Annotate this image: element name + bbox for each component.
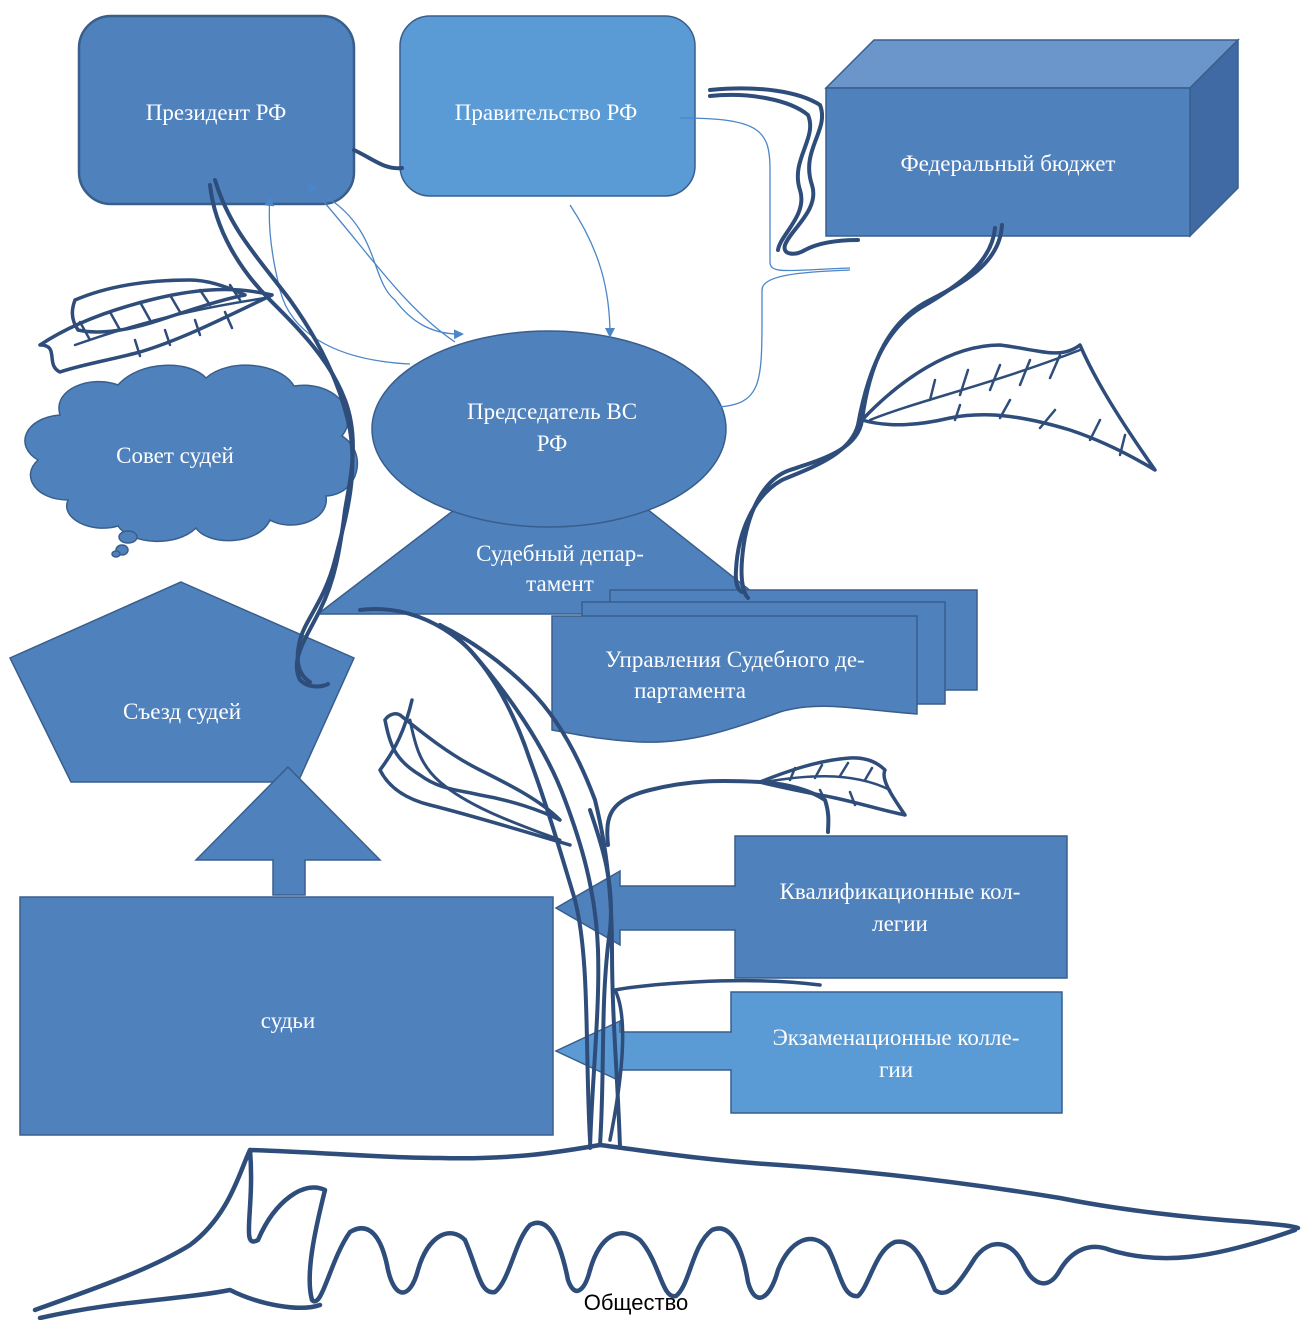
exam-boards-label-line1: Экзаменационные колле- — [773, 1025, 1020, 1050]
president-node[interactable]: Президент РФ — [77, 14, 356, 206]
qualification-boards-label-line1: Квалификационные кол- — [780, 879, 1021, 904]
chairman-label-line1: Председатель ВС — [467, 399, 637, 424]
exam-boards-label-line2: гии — [879, 1057, 913, 1082]
trunk-strand-2 — [438, 623, 622, 1150]
judicial-department-node[interactable]: Судебный депар- тамент — [315, 493, 783, 615]
council-label: Совет судей — [116, 443, 234, 468]
judicial-department-label-line1: Судебный депар- — [476, 541, 644, 566]
qualification-boards-label-line2: легии — [872, 911, 928, 936]
root-system-left — [32, 1147, 593, 1313]
president-label: Президент РФ — [146, 100, 287, 125]
connector-chairman-to-budget — [717, 269, 851, 408]
department-offices-label-line1: Управления Судебного де- — [605, 647, 864, 672]
root-base-line — [37, 1287, 323, 1320]
leaf-veins-right-upper — [868, 348, 1127, 457]
council-node[interactable]: Совет судей — [24, 364, 359, 558]
leaf-icon-left-upper-2 — [70, 278, 247, 334]
judges-node[interactable]: судьи — [19, 896, 554, 1136]
trunk-strand-5 — [438, 623, 592, 1142]
connector-chairman-to-president-2 — [306, 182, 456, 343]
branch-government-budget-2 — [708, 92, 813, 252]
leaf-icon-middle-left — [383, 712, 562, 822]
branch-to-qualification — [605, 778, 831, 847]
branch-middle-left-2 — [408, 718, 562, 842]
chairman-label-line2: РФ — [537, 431, 568, 456]
branch-to-president-2 — [213, 178, 355, 684]
chairman-node[interactable]: Председатель ВС РФ — [371, 330, 727, 528]
tree-drawing — [32, 86, 1301, 1320]
congress-node[interactable]: Съезд судей — [8, 581, 355, 783]
branch-president-government — [352, 148, 404, 171]
federal-budget-node[interactable]: Федеральный бюджет — [824, 38, 1240, 238]
up-arrow — [194, 765, 382, 896]
government-node[interactable]: Правительство РФ — [399, 15, 696, 197]
department-offices-node[interactable]: Управления Судебного де- партамента — [551, 589, 978, 743]
judicial-department-label-line2: тамент — [526, 571, 594, 596]
branch-government-budget — [708, 86, 860, 256]
branch-middle-left — [378, 698, 572, 847]
connector-president-to-chairman — [324, 195, 464, 340]
connectors — [264, 117, 851, 408]
exam-boards-node[interactable]: Экзаменационные колле- гии — [554, 991, 1063, 1114]
congress-label: Съезд судей — [123, 699, 241, 724]
government-label: Правительство РФ — [455, 100, 638, 125]
qualification-boards-node[interactable]: Квалификационные кол- легии — [554, 835, 1068, 979]
root-system-right — [587, 1226, 1298, 1300]
leaf-icon-left-upper — [38, 287, 274, 374]
footer-society-label: Общество — [584, 1290, 689, 1315]
department-offices-label-line2: партамента — [634, 678, 746, 703]
connector-budget-to-chairman — [679, 117, 851, 272]
branch-budget-offices-2 — [733, 226, 997, 594]
connector-chairman-to-president — [264, 196, 411, 365]
leaf-veins-right-lower — [763, 761, 892, 807]
root-upper-line — [247, 1142, 1301, 1231]
trunk-strand-4 — [608, 978, 822, 1142]
judges-label: судьи — [261, 1008, 315, 1033]
leaf-icon-right-upper — [860, 343, 1157, 472]
federal-budget-label: Федеральный бюджет — [901, 151, 1116, 176]
connector-government-to-chairman — [569, 204, 615, 338]
trunk-strand-3 — [588, 808, 613, 1147]
